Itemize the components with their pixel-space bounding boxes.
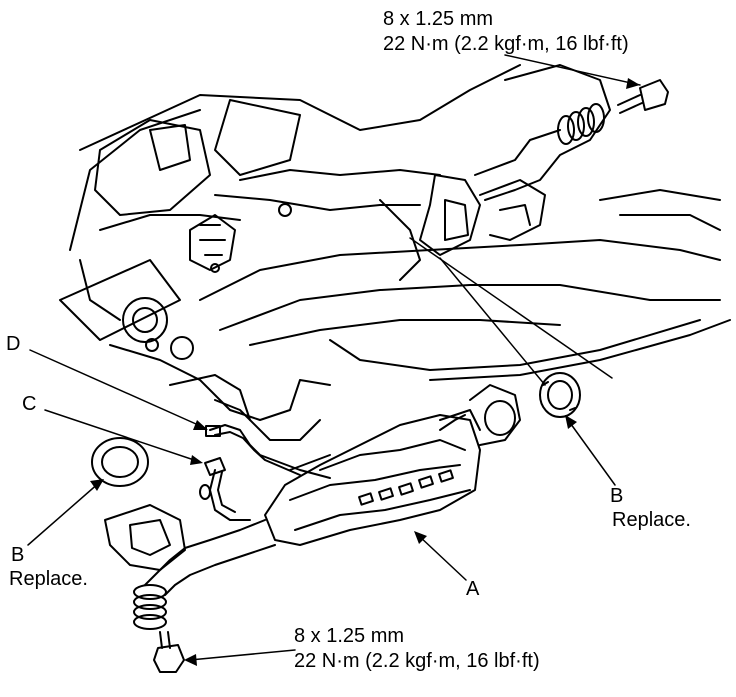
leader-lines xyxy=(27,54,641,666)
connector-d-shape xyxy=(205,425,221,437)
body-panel xyxy=(109,344,331,471)
connector-c-label: C xyxy=(22,393,37,415)
converter-flange xyxy=(469,384,521,446)
axle-boss xyxy=(59,259,194,360)
top-spring-bolt xyxy=(557,79,669,145)
upper-flange xyxy=(419,174,481,256)
catalytic-converter xyxy=(264,384,521,546)
subframe xyxy=(199,189,731,381)
sensor-harness xyxy=(199,424,331,521)
engine-block xyxy=(69,64,521,321)
upper-exhaust-pipe xyxy=(419,64,611,256)
connector-c-shape xyxy=(204,457,226,476)
bottom-bolt-torque-label: 22 N·m (2.2 kgf·m, 16 lbf·ft) xyxy=(294,650,540,672)
gasket-right-note-label: Replace. xyxy=(612,509,691,531)
lower-flange xyxy=(104,504,186,571)
lower-pipe xyxy=(104,504,276,596)
gasket-left-note-label: Replace. xyxy=(9,568,88,590)
top-bolt-torque-label: 22 N·m (2.2 kgf·m, 16 lbf·ft) xyxy=(383,33,629,55)
converter-label: A xyxy=(466,578,480,600)
gasket-left xyxy=(91,437,149,487)
gasket-right xyxy=(539,372,581,418)
gasket-left-letter-label: B xyxy=(11,544,25,566)
bottom-spring-bolt xyxy=(133,584,185,673)
top-bolt-size-label: 8 x 1.25 mm xyxy=(383,8,494,30)
gasket-right-letter-label: B xyxy=(610,485,624,507)
connector-d-label: D xyxy=(6,333,21,355)
bottom-bolt-size-label: 8 x 1.25 mm xyxy=(294,625,405,647)
